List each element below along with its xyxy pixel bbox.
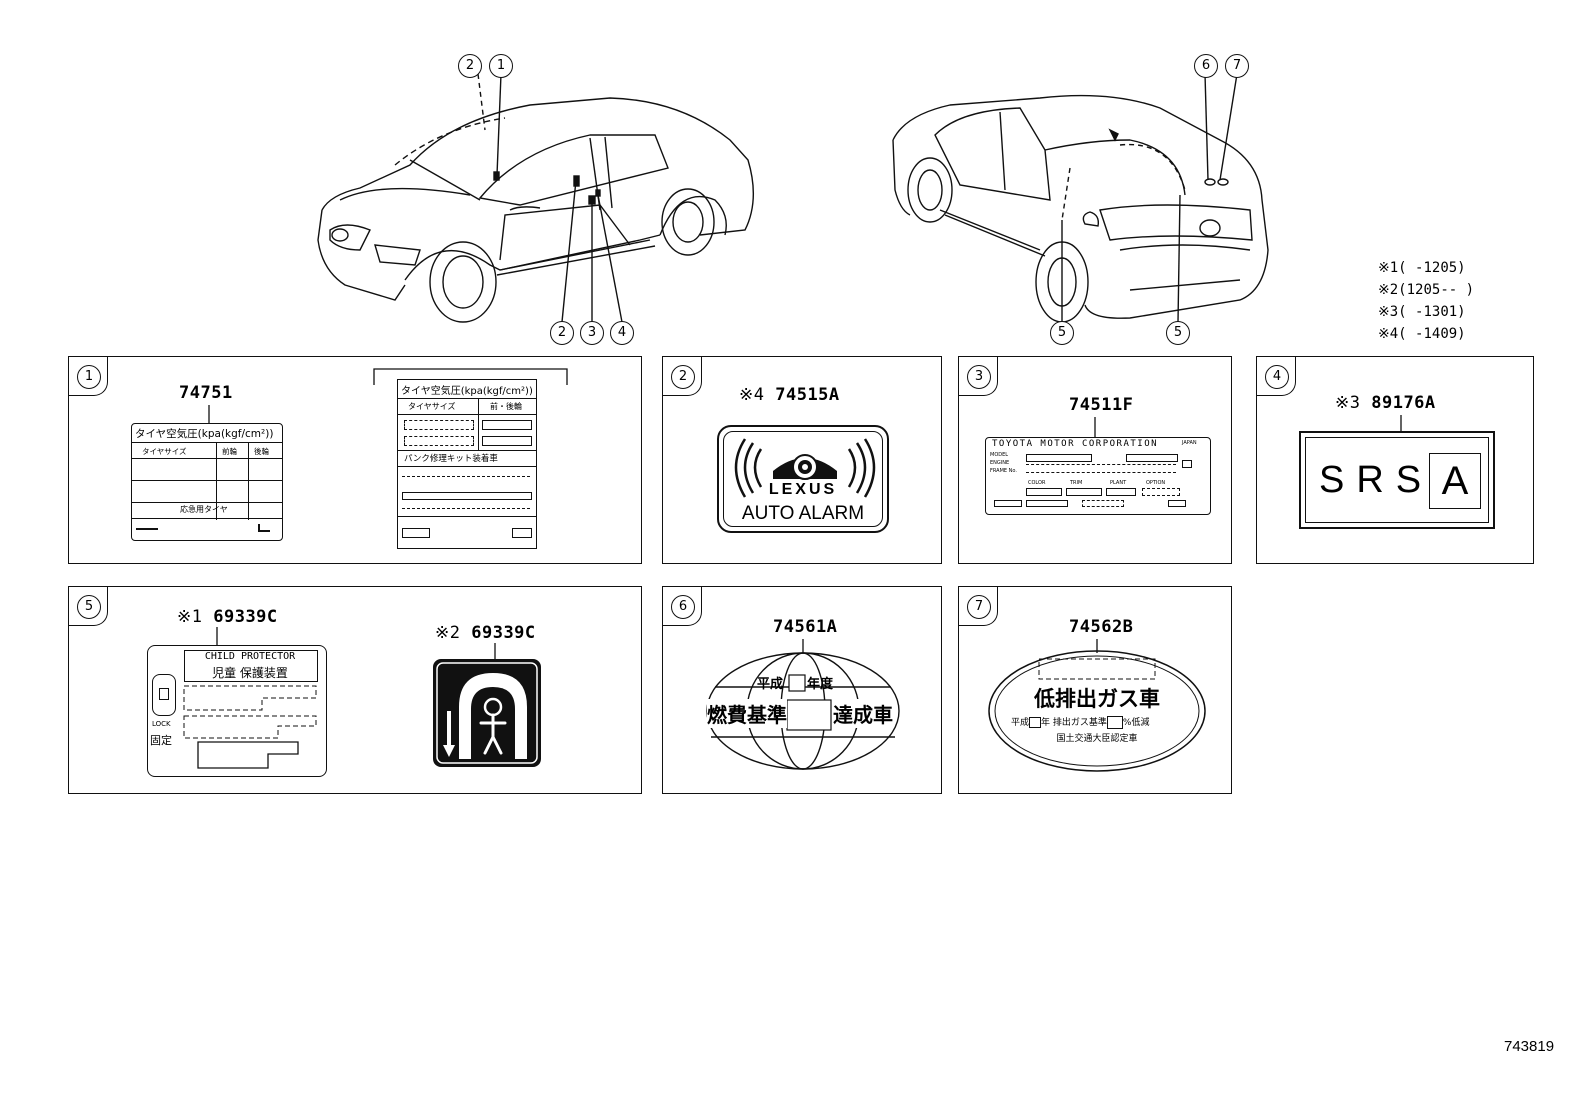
engine-label: ENGINE xyxy=(990,460,1010,466)
emission-standard-line: 平成年 排出ガス基準%低減 xyxy=(1011,716,1150,729)
child-lock-icon xyxy=(436,662,538,764)
leader-line xyxy=(1400,415,1402,431)
country: JAPAN xyxy=(1182,440,1197,446)
srs-label: SRS A xyxy=(1299,431,1495,529)
panel-5-child-protector: 5 ※1 69339C ※2 69339C CHILD PROTECTOR 児童… xyxy=(68,586,642,794)
part-number-a: ※1 69339C xyxy=(177,607,278,627)
leader-lines xyxy=(216,627,496,659)
repair-kit-label: パンク修理キット装着車 xyxy=(404,454,498,464)
fuel-standard-text: 燃費基準 xyxy=(707,699,787,728)
auto-alarm-text: AUTO ALARM xyxy=(741,503,865,524)
note-2: ※2(1205-- ) xyxy=(1378,282,1475,298)
panel-tab xyxy=(663,357,702,396)
vin-plate-label: TOYOTA MOTOR CORPORATION JAPAN MODEL ENG… xyxy=(985,437,1211,515)
lock-label-jp: 固定 xyxy=(150,734,172,747)
frame-label: FRAME No. xyxy=(990,468,1017,474)
tire-label-a: タイヤ空気圧(kpa(kgf/cm²)) タイヤサイズ 前輪 後輪 応急用タイヤ xyxy=(131,423,283,541)
panel-1-tire-pressure: 1 74751 タイヤ空気圧(kpa(kgf/cm²)) タイヤサイズ 前輪 後… xyxy=(68,356,642,564)
spare-tire-label: 応急用タイヤ xyxy=(180,505,228,514)
panel-tab xyxy=(959,587,998,626)
part-number: 74751 xyxy=(179,383,233,403)
front-car-illustration xyxy=(317,73,755,323)
note-3: ※3( -1301) xyxy=(1378,304,1466,320)
panel-tab xyxy=(959,357,998,396)
panel-number: 7 xyxy=(967,595,991,619)
trim-label: TRIM xyxy=(1070,480,1083,486)
option-label: OPTION xyxy=(1146,480,1166,486)
fuel-efficiency-globe xyxy=(706,639,900,770)
lock-diagram-lines xyxy=(183,685,317,769)
panel-number: 2 xyxy=(671,365,695,389)
child-protector-label: CHILD PROTECTOR 児童 保護装置 LOCK 固定 xyxy=(147,645,327,777)
model-label: MODEL xyxy=(990,452,1009,458)
child-protector-jp: 児童 保護装置 xyxy=(212,666,288,680)
lexus-wordmark: LEXUS xyxy=(768,481,838,498)
panel-number: 1 xyxy=(77,365,101,389)
callout-rear-5-right: 5 xyxy=(1166,321,1190,345)
part-number: ※3 89176A xyxy=(1335,393,1436,413)
panel-number: 5 xyxy=(77,595,101,619)
part-number: 74562B xyxy=(1069,617,1134,637)
panel-6-fuel-efficiency: 6 74561A 平成年度 燃費基準 達成車 xyxy=(662,586,942,794)
leader-line xyxy=(1094,417,1096,437)
note-4: ※4( -1409) xyxy=(1378,326,1466,342)
tire-label-b-title: タイヤ空気圧(kpa(kgf/cm²)) xyxy=(401,386,533,397)
srs-text: SRS xyxy=(1319,459,1434,501)
panel-number: 6 xyxy=(671,595,695,619)
heisei-year: 平成年度 xyxy=(757,677,834,692)
callout-front-1-top: 1 xyxy=(489,54,513,78)
child-protector-en: CHILD PROTECTOR xyxy=(204,651,296,662)
callout-front-4-bottom: 4 xyxy=(610,321,634,345)
callout-front-3-bottom: 3 xyxy=(580,321,604,345)
tire-label-a-title: タイヤ空気圧(kpa(kgf/cm²)) xyxy=(135,428,274,440)
srs-letter-box: A xyxy=(1429,453,1481,509)
maker-name: TOYOTA MOTOR CORPORATION xyxy=(992,439,1159,449)
panel-tab xyxy=(69,587,108,626)
panel-number: 3 xyxy=(967,365,991,389)
panel-tab xyxy=(69,357,108,396)
panel-3-vin-plate: 3 74511F TOYOTA MOTOR CORPORATION JAPAN … xyxy=(958,356,1232,564)
low-emission-oval xyxy=(988,639,1206,772)
child-lock-pictogram xyxy=(433,659,541,767)
panel-tab xyxy=(663,587,702,626)
part-number: ※4 74515A xyxy=(739,385,840,405)
tire-size-header: タイヤサイズ xyxy=(142,447,187,456)
color-label: COLOR xyxy=(1028,480,1046,486)
front-wheel-header: 前輪 xyxy=(222,447,237,456)
certification-line: 国土交通大臣認定車 xyxy=(1056,734,1138,744)
part-number: 74511F xyxy=(1069,395,1134,415)
leader-lines xyxy=(208,368,568,423)
panel-2-auto-alarm: 2 ※4 74515A LEXUS AUTO ALARM xyxy=(662,356,942,564)
rear-wheel-header: 後輪 xyxy=(254,447,269,456)
tire-size-header-b: タイヤサイズ xyxy=(408,402,456,411)
callout-rear-7: 7 xyxy=(1225,54,1249,78)
part-number-b: ※2 69339C xyxy=(435,623,536,643)
callout-rear-6: 6 xyxy=(1194,54,1218,78)
auto-alarm-decal: LEXUS AUTO ALARM xyxy=(717,425,889,533)
part-number: 74561A xyxy=(773,617,838,637)
note-1: ※1( -1205) xyxy=(1378,260,1466,276)
front-rear-header: 前・後輪 xyxy=(490,402,522,411)
plant-label: PLANT xyxy=(1110,480,1127,486)
callout-rear-5-left: 5 xyxy=(1050,321,1074,345)
lock-label: LOCK xyxy=(152,720,171,728)
low-emission-title: 低排出ガス車 xyxy=(1034,687,1160,711)
panel-7-low-emission: 7 74562B 低排出ガス車 平成年 排出ガス基準%低減 国土交通大臣認定車 xyxy=(958,586,1232,794)
rear-car-illustration xyxy=(892,73,1269,323)
callout-front-2-bottom: 2 xyxy=(550,321,574,345)
achieved-vehicle-text: 達成車 xyxy=(833,699,893,728)
panel-number: 4 xyxy=(1265,365,1289,389)
callout-front-2-top: 2 xyxy=(458,54,482,78)
alarm-sound-icon xyxy=(734,438,876,498)
panel-4-srs: 4 ※3 89176A SRS A xyxy=(1256,356,1534,564)
panel-tab xyxy=(1257,357,1296,396)
document-number: 743819 xyxy=(1504,1038,1555,1055)
tire-label-b: タイヤ空気圧(kpa(kgf/cm²)) タイヤサイズ 前・後輪 パンク修理キッ… xyxy=(397,379,537,549)
